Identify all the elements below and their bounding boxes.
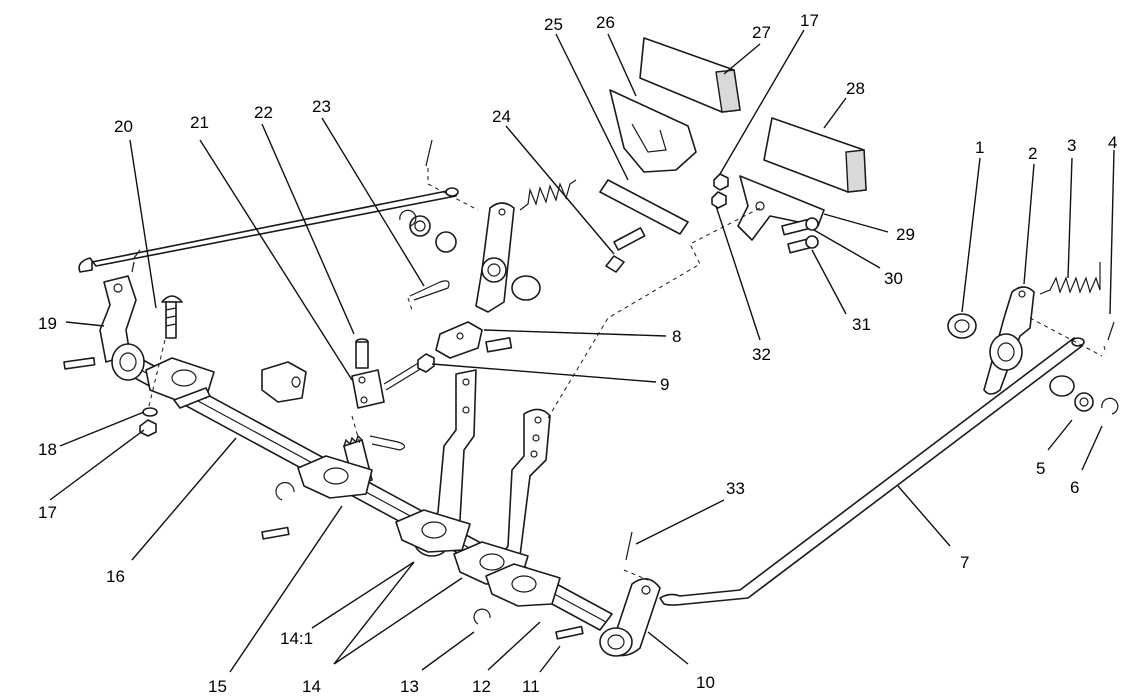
center-bearing-block: [395, 509, 471, 553]
return-spring-upper: [519, 179, 577, 211]
right-pivot-arm: [983, 286, 1035, 395]
callout-8: 8: [672, 327, 681, 346]
left-washer: [142, 407, 158, 417]
leader-lines: [49, 29, 1115, 673]
roll-pin-11: [555, 625, 584, 640]
shaft-pin: [261, 526, 290, 540]
middle-upper-arm: [475, 202, 515, 313]
shaft-snap-ring: [275, 481, 295, 501]
callout-19: 19: [38, 314, 57, 333]
callout-31: 31: [852, 315, 871, 334]
callout-18: 18: [38, 440, 57, 459]
bolts-30-31: [781, 217, 819, 254]
clevis: [435, 321, 513, 359]
adjustment-block: [261, 361, 307, 403]
center-bracket: [297, 434, 373, 499]
left-bearing-block: [145, 357, 215, 409]
callout-29: 29: [896, 225, 915, 244]
upper-nuts: [711, 173, 729, 209]
cotter-pin-right: [1107, 321, 1115, 341]
pedal-pad-28: [763, 117, 867, 193]
left-pin: [63, 357, 96, 370]
pedal-pad-27: [639, 37, 741, 113]
callout-16: 16: [106, 567, 125, 586]
callout-labels: 1 2 3 4 5 6 7 8 9 10 11 12 13 14 14:1 15…: [38, 11, 1117, 696]
callout-25: 25: [544, 15, 563, 34]
left-arm: [99, 275, 145, 381]
callout-17-left: 17: [38, 503, 57, 522]
callout-2: 2: [1028, 144, 1037, 163]
threaded-clevis-rod: [351, 353, 435, 409]
callout-26: 26: [596, 13, 615, 32]
callout-6: 6: [1070, 478, 1079, 497]
callout-20: 20: [114, 117, 133, 136]
callout-24: 24: [492, 107, 511, 126]
assembly-guide-lines: [351, 168, 1107, 581]
long-control-rod: [659, 337, 1085, 606]
pedal-plate-25: [599, 179, 689, 235]
callout-14-1: 14:1: [280, 629, 313, 648]
upper-link-rod: [78, 187, 459, 273]
callout-9: 9: [660, 375, 669, 394]
bushing-1: [947, 313, 977, 339]
right-bearing-block: [453, 541, 561, 607]
left-nut: [139, 419, 157, 437]
callout-22: 22: [254, 103, 273, 122]
callout-1: 1: [975, 138, 984, 157]
callout-4: 4: [1108, 133, 1117, 152]
callout-30: 30: [884, 269, 903, 288]
cotter-pin-33: [625, 531, 633, 561]
return-spring-right: [1039, 262, 1101, 295]
callout-15: 15: [208, 677, 227, 696]
hairpin-clips: [369, 280, 450, 451]
callout-11: 11: [522, 677, 540, 696]
cotter-pin-left: [131, 249, 141, 273]
callout-12: 12: [472, 677, 491, 696]
right-bushing-washer: [1049, 375, 1119, 415]
callout-7: 7: [960, 553, 969, 572]
callout-28: 28: [846, 79, 865, 98]
pedal-bracket-26: [609, 89, 697, 173]
callout-14: 14: [302, 677, 321, 696]
callout-27: 27: [752, 23, 771, 42]
carriage-bolt: [161, 295, 183, 339]
callout-23: 23: [312, 97, 331, 116]
callout-3: 3: [1067, 136, 1076, 155]
callout-13: 13: [400, 677, 419, 696]
callout-10: 10: [696, 673, 715, 692]
snap-ring-13: [473, 608, 491, 625]
cotter-pin-top: [425, 139, 433, 167]
middle-bushings: [399, 209, 541, 301]
callout-33: 33: [726, 479, 745, 498]
callout-21: 21: [190, 113, 209, 132]
lower-lever: [599, 578, 661, 657]
callout-5: 5: [1036, 459, 1045, 478]
callout-32: 32: [752, 345, 771, 364]
pedal-bracket-29: [737, 175, 825, 241]
callout-17-upper: 17: [800, 11, 819, 30]
bolt-24: [605, 227, 646, 273]
clevis-pin: [355, 338, 369, 369]
